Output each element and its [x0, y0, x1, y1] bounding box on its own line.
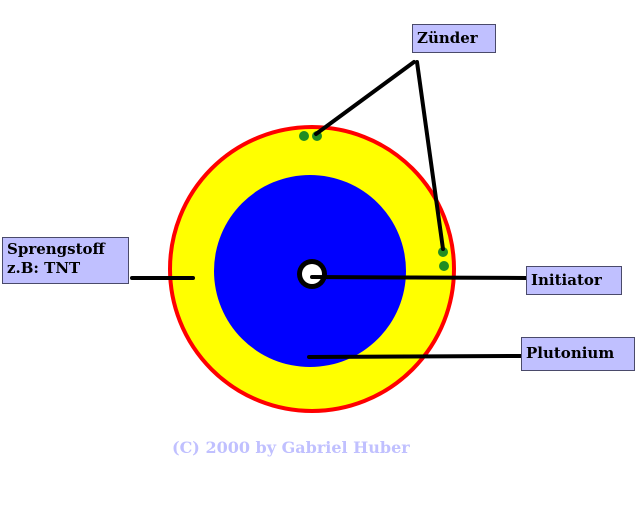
- leader-zuender-right: [415, 60, 445, 251]
- label-zuender: Zünder: [412, 24, 496, 53]
- initiator-core: [302, 264, 322, 284]
- leader-initiator: [310, 275, 528, 280]
- label-initiator: Initiator: [526, 266, 622, 295]
- label-plutonium: Plutonium: [521, 337, 635, 371]
- detonator-right-1: [438, 247, 448, 257]
- label-sprengstoff-line1: Sprengstoff: [7, 240, 105, 258]
- leader-zuender-top: [314, 60, 416, 136]
- label-plutonium-text: Plutonium: [526, 344, 615, 362]
- detonator-right-2: [439, 261, 449, 271]
- label-sprengstoff-line2: z.B: TNT: [7, 259, 81, 277]
- leader-plutonium: [307, 354, 523, 359]
- copyright-text: (C) 2000 by Gabriel Huber: [172, 438, 410, 457]
- label-sprengstoff: Sprengstoff z.B: TNT: [2, 237, 129, 284]
- label-zuender-text: Zünder: [417, 29, 478, 47]
- detonator-top-1: [299, 131, 309, 141]
- label-initiator-text: Initiator: [531, 271, 602, 289]
